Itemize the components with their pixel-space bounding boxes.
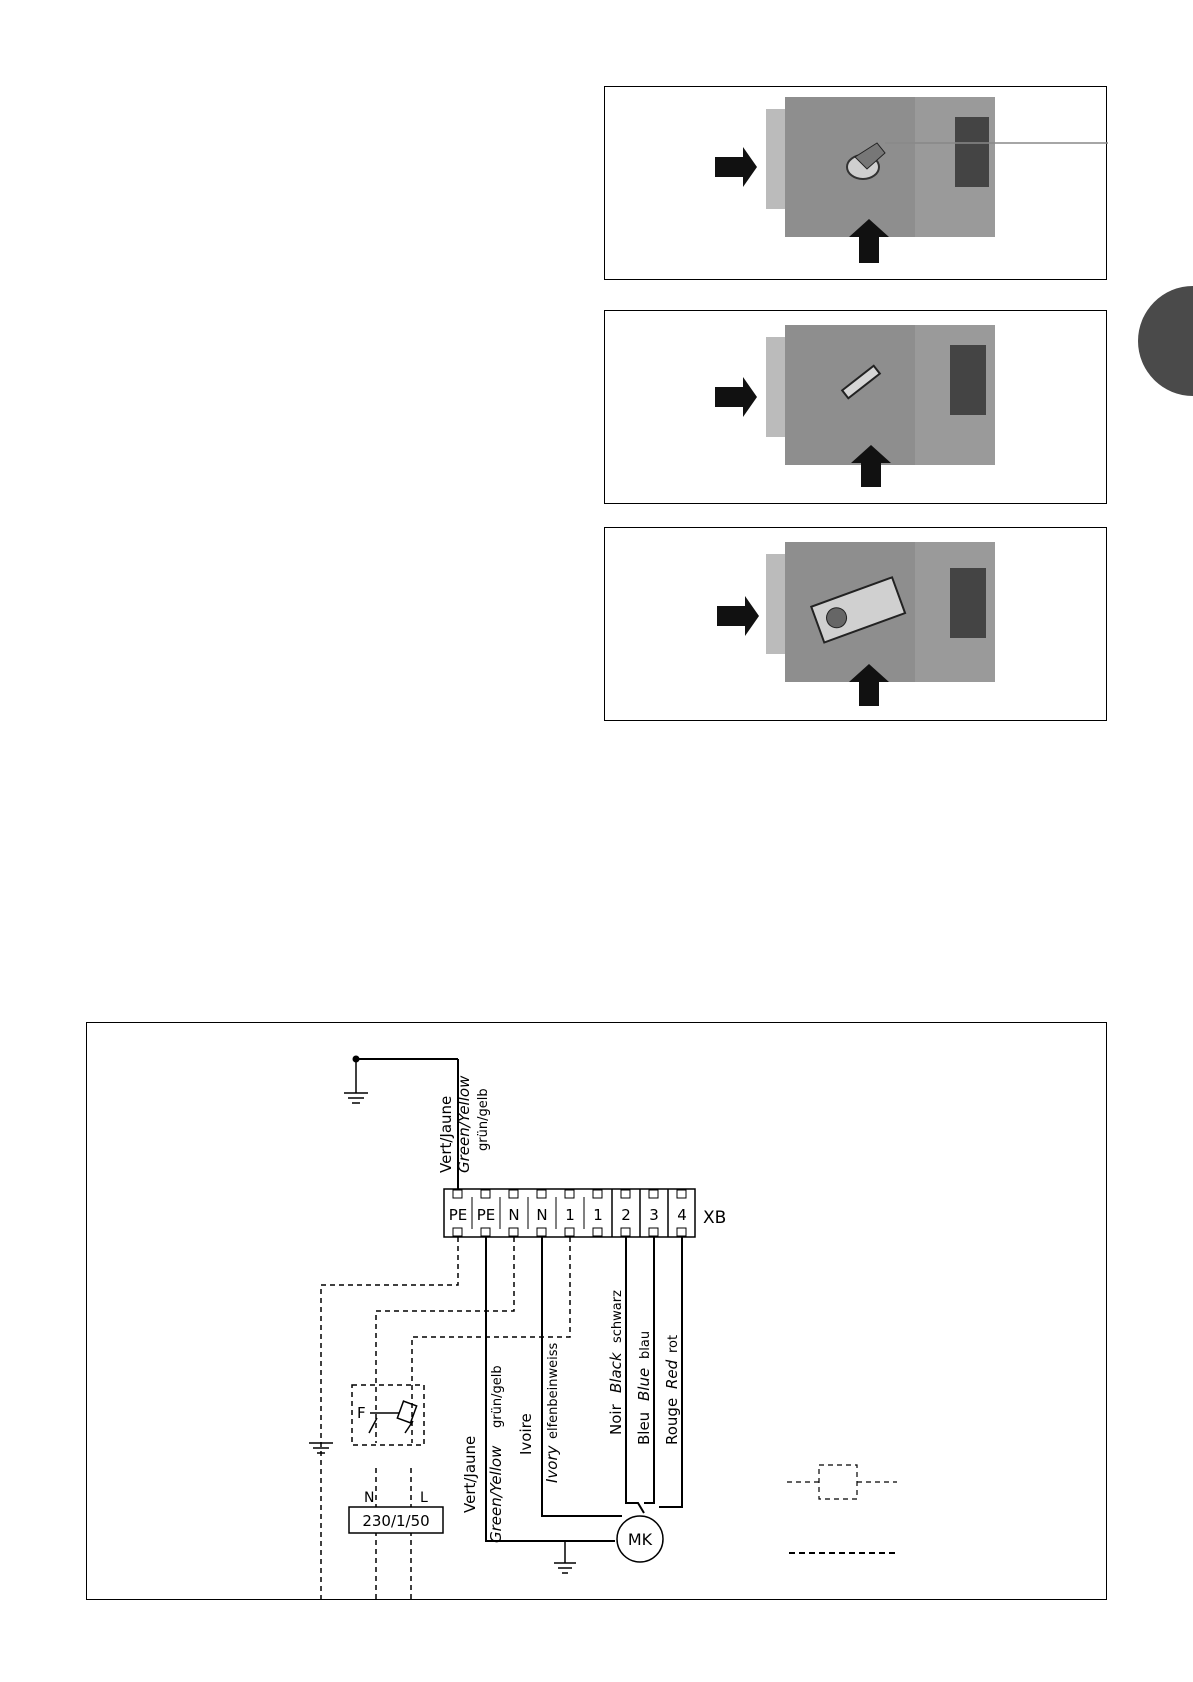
terminal-pe-1: PE [449, 1206, 468, 1224]
blue-wire-label-en: Blue [635, 1368, 653, 1401]
black-wire-label-fr: Noir [607, 1403, 625, 1435]
blue-wire-label-de: blau [638, 1331, 653, 1359]
terminal-block-label: XB [703, 1208, 726, 1228]
terminal-block: PE PE N N 1 1 2 3 4 [444, 1189, 695, 1237]
black-wire-label-en: Black [607, 1351, 625, 1393]
ivory-wire-label-en: Ivory [543, 1444, 561, 1483]
photo-frame-1 [604, 86, 1107, 280]
supply-n-label: N [364, 1490, 374, 1506]
legend-fuse-symbol [787, 1465, 897, 1499]
damper-photo-1 [605, 87, 1108, 281]
terminal-1-b: 1 [593, 1206, 603, 1224]
ivory-wire-label-de: elfenbeinweiss [546, 1342, 561, 1439]
photo-frame-3 [604, 527, 1107, 721]
terminal-pe-2: PE [477, 1206, 496, 1224]
supply-spec: 230/1/50 [362, 1512, 429, 1530]
terminal-n-1: N [508, 1206, 519, 1224]
fuse-switch: F [352, 1385, 424, 1445]
red-wire-label-fr: Rouge [663, 1398, 681, 1445]
arrow-right-icon [715, 377, 757, 417]
pe-wire-label-de: grün/gelb [490, 1365, 505, 1428]
fuse-label: F [357, 1404, 366, 1422]
section-tab-marker [1138, 286, 1193, 396]
earth-wire-label-en: Green/Yellow [455, 1075, 473, 1173]
black-wire-label-de: schwarz [610, 1290, 625, 1343]
terminal-3: 3 [649, 1206, 659, 1224]
damper-photo-2 [605, 311, 1108, 505]
red-wire-label-en: Red [663, 1359, 681, 1389]
earth-symbol-motor [554, 1541, 576, 1573]
blue-wire-label-fr: Bleu [635, 1412, 653, 1445]
terminal-4: 4 [677, 1206, 687, 1224]
supply-l-label: L [420, 1490, 428, 1506]
arrow-right-icon [717, 596, 759, 636]
terminal-n-2: N [536, 1206, 547, 1224]
earth-wire-label-fr: Vert/Jaune [437, 1096, 455, 1173]
photo-frame-2 [604, 310, 1107, 504]
motor-label: MK [628, 1530, 653, 1549]
ivory-wire-label-fr: Ivoire [517, 1413, 535, 1455]
wiring-diagram-svg: Vert/Jaune Green/Yellow grün/gelb [87, 1023, 1108, 1601]
red-wire-label-de: rot [666, 1335, 681, 1353]
pe-wire-label-en: Green/Yellow [487, 1445, 505, 1543]
arrow-right-icon [715, 147, 757, 187]
terminal-1-a: 1 [565, 1206, 575, 1224]
wiring-diagram: Vert/Jaune Green/Yellow grün/gelb [86, 1022, 1107, 1600]
damper-photo-3 [605, 528, 1108, 722]
terminal-2: 2 [621, 1206, 631, 1224]
pe-wire-label-fr: Vert/Jaune [461, 1436, 479, 1513]
earth-wire-label-de: grün/gelb [476, 1088, 491, 1151]
